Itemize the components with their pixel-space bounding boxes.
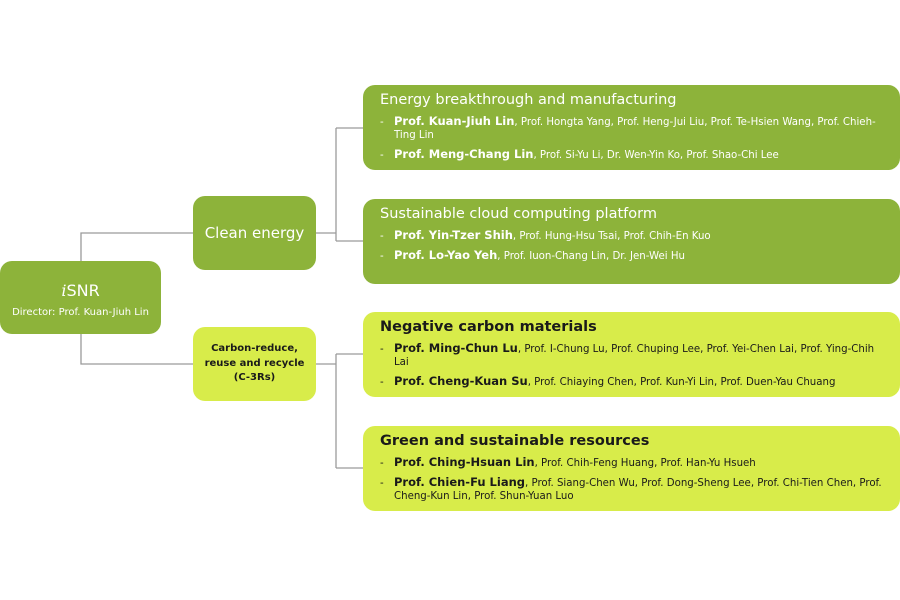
group-title: Energy breakthrough and manufacturing xyxy=(380,92,677,108)
connector-root-carbon xyxy=(80,334,193,365)
member-line: -Prof. Meng-Chang Lin, Prof. Si-Yu Li, D… xyxy=(380,147,890,163)
member-line: -Prof. Ching-Hsuan Lin, Prof. Chih-Feng … xyxy=(380,455,890,471)
root-node: iSNR Director: Prof. Kuan-Jiuh Lin xyxy=(0,261,161,334)
connector-root-clean xyxy=(80,232,193,261)
dash-bullet: - xyxy=(380,150,384,162)
members: , Prof. Chih-Feng Huang, Prof. Han-Yu Hs… xyxy=(534,458,756,470)
lead-professor: Prof. Meng-Chang Lin xyxy=(394,147,534,162)
dash-bullet: - xyxy=(380,344,384,356)
members: , Prof. Hongta Yang, Prof. Heng-Jui Liu,… xyxy=(394,117,876,142)
members: , Prof. Siang-Chen Wu, Prof. Dong-Sheng … xyxy=(394,478,882,503)
dash-bullet: - xyxy=(380,251,384,263)
members: , Prof. I-Chung Lu, Prof. Chuping Lee, P… xyxy=(394,344,875,369)
lead-professor: Prof. Ming-Chun Lu xyxy=(394,341,518,356)
group-title: Green and sustainable resources xyxy=(380,433,650,449)
lead-professor: Prof. Ching-Hsuan Lin xyxy=(394,455,535,470)
root-title-prefix: i xyxy=(61,281,67,300)
members: , Prof. Chiaying Chen, Prof. Kun-Yi Lin,… xyxy=(527,377,836,389)
group-green-resources: Green and sustainable resources -Prof. C… xyxy=(363,426,900,511)
dash-bullet: - xyxy=(380,377,384,389)
branch-clean-energy: Clean energy xyxy=(193,196,316,270)
dash-bullet: - xyxy=(380,458,384,470)
members: , Prof. Iuon-Chang Lin, Dr. Jen-Wei Hu xyxy=(497,251,685,263)
root-title-name: SNR xyxy=(66,281,100,300)
member-line: -Prof. Cheng-Kuan Su, Prof. Chiaying Che… xyxy=(380,374,890,390)
lead-professor: Prof. Yin-Tzer Shih xyxy=(394,228,513,243)
branch-carbon-3rs-label: Carbon-reduce, reuse and recycle (C-3Rs) xyxy=(204,343,305,384)
lead-professor: Prof. Kuan-Jiuh Lin xyxy=(394,114,515,129)
member-line: -Prof. Kuan-Jiuh Lin, Prof. Hongta Yang,… xyxy=(380,114,890,143)
member-line: -Prof. Chien-Fu Liang, Prof. Siang-Chen … xyxy=(380,475,890,504)
dash-bullet: - xyxy=(380,478,384,490)
root-title: iSNR xyxy=(0,281,161,300)
branch-carbon-3rs: Carbon-reduce, reuse and recycle (C-3Rs) xyxy=(193,327,316,401)
dash-bullet: - xyxy=(380,117,384,129)
member-line: -Prof. Yin-Tzer Shih, Prof. Hung-Hsu Tsa… xyxy=(380,228,890,244)
members: , Prof. Hung-Hsu Tsai, Prof. Chih-En Kuo xyxy=(512,231,711,243)
group-title: Negative carbon materials xyxy=(380,319,597,335)
root-director: Director: Prof. Kuan-Jiuh Lin xyxy=(12,307,149,318)
dash-bullet: - xyxy=(380,231,384,243)
lead-professor: Prof. Cheng-Kuan Su xyxy=(394,374,528,389)
members: , Prof. Si-Yu Li, Dr. Wen-Yin Ko, Prof. … xyxy=(533,150,779,162)
group-title: Sustainable cloud computing platform xyxy=(380,206,657,222)
lead-professor: Prof. Chien-Fu Liang xyxy=(394,475,525,490)
branch-clean-energy-label: Clean energy xyxy=(204,224,305,242)
group-cloud-computing: Sustainable cloud computing platform -Pr… xyxy=(363,199,900,284)
member-line: -Prof. Ming-Chun Lu, Prof. I-Chung Lu, P… xyxy=(380,341,890,370)
group-negative-carbon: Negative carbon materials -Prof. Ming-Ch… xyxy=(363,312,900,397)
group-energy-breakthrough: Energy breakthrough and manufacturing -P… xyxy=(363,85,900,170)
lead-professor: Prof. Lo-Yao Yeh xyxy=(394,248,498,263)
member-line: -Prof. Lo-Yao Yeh, Prof. Iuon-Chang Lin,… xyxy=(380,248,890,264)
